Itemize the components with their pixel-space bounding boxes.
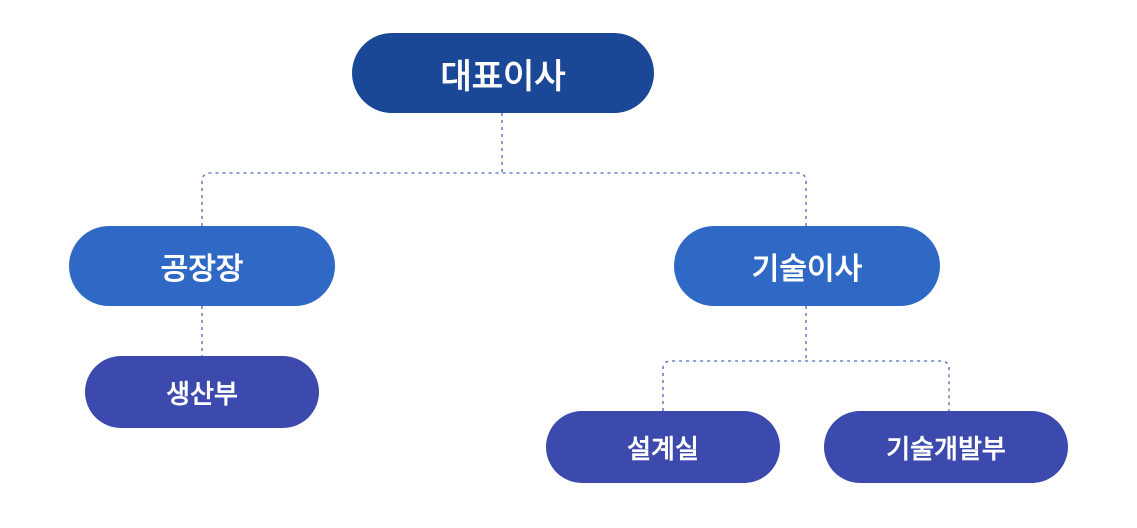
factory-manager-label: 공장장 bbox=[160, 252, 244, 287]
design-office-label: 설계실 bbox=[627, 434, 699, 465]
design-office-node: 설계실 bbox=[546, 411, 780, 483]
cto-label: 기술이사 bbox=[751, 252, 863, 287]
production-dept-label: 생산부 bbox=[166, 379, 238, 410]
factory-manager-node: 공장장 bbox=[69, 226, 335, 306]
tech-dev-dept-node: 기술개발부 bbox=[824, 411, 1068, 483]
tech-dev-dept-label: 기술개발부 bbox=[886, 434, 1006, 465]
connector-ceo-children bbox=[201, 172, 807, 226]
ceo-label: 대표이사 bbox=[440, 56, 566, 97]
ceo-node: 대표이사 bbox=[352, 33, 654, 113]
cto-node: 기술이사 bbox=[674, 226, 940, 306]
connector-cto-children bbox=[662, 360, 950, 411]
production-dept-node: 생산부 bbox=[85, 356, 319, 428]
